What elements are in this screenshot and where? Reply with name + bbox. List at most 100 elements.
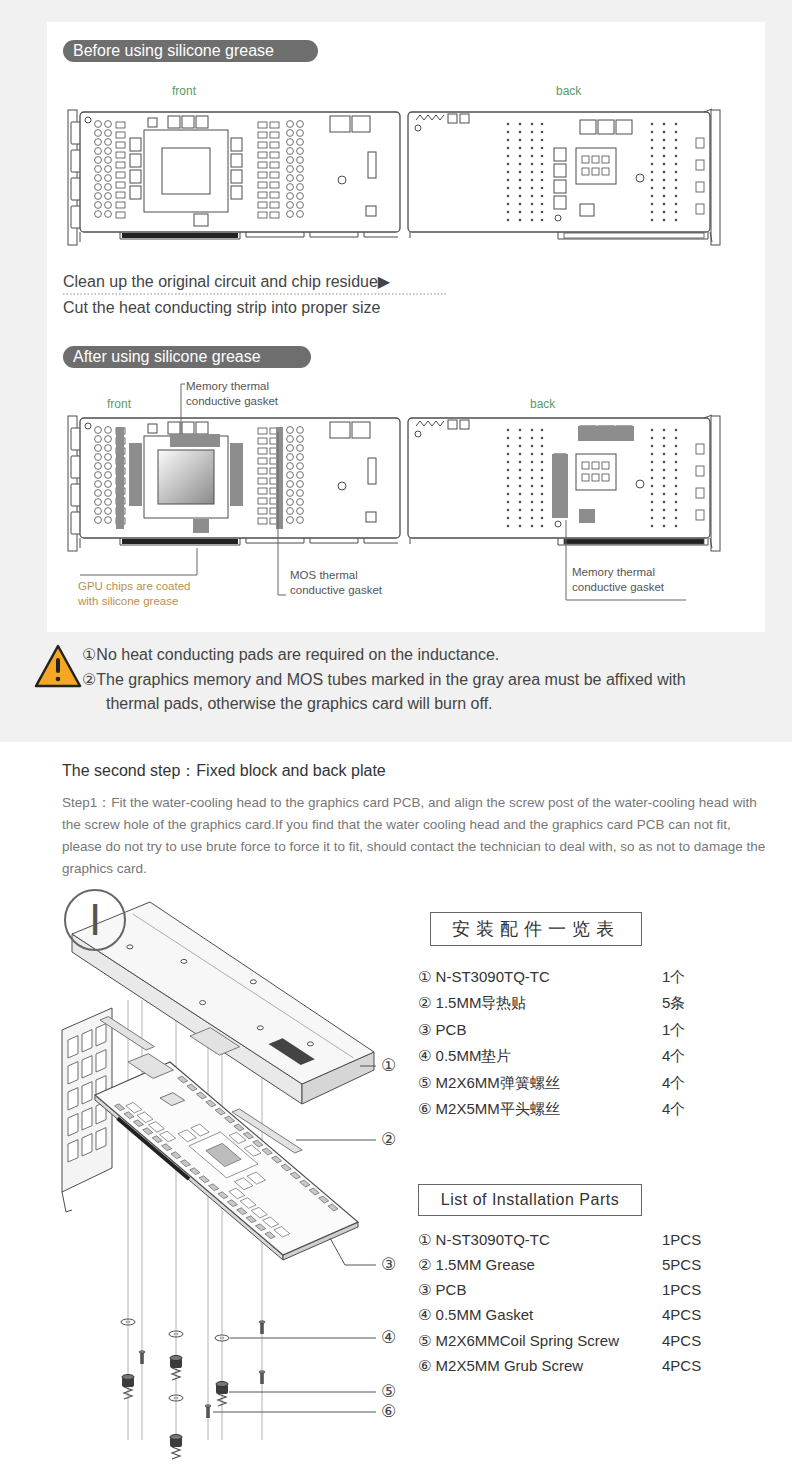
capacitor-dot [519,493,522,496]
capacitor-dot [663,219,666,222]
memory-pad [552,454,568,518]
capacitor-dot [531,179,534,182]
power-connector [352,422,370,438]
inductor [95,121,102,128]
memory-chip [182,422,194,434]
power-connector [330,422,350,438]
pcb-board [80,112,400,232]
capacitor-dot [541,525,544,528]
inductor [287,454,294,461]
memory-chip [194,214,208,226]
bracket-vent [82,1108,92,1130]
capacitor-dot [675,461,678,464]
smd-part [171,1152,181,1159]
power-connector [352,116,370,132]
smd-part [115,1104,125,1111]
capacitor-dot [651,461,654,464]
dotted-rule [63,294,446,295]
inductor [105,193,112,200]
bracket-vent [68,1062,78,1084]
capacitor-dot [507,131,510,134]
side-label: front [172,84,196,99]
label-slot: Clean up the original circuit and chip r… [63,272,390,292]
memory-chip [234,1178,252,1190]
table-cell: 1个 [662,968,685,986]
smd-part [253,1140,263,1147]
label-slot: back [530,397,555,412]
label-slot: ② 1.5MM导热贴 [418,994,526,1012]
capacitor-dot [663,493,666,496]
gpu-backside [576,454,616,490]
inductor [297,454,304,461]
inductor [287,193,294,200]
inductor [105,472,112,479]
backside-cap [602,156,609,163]
capacitor-dot [675,171,678,174]
table-cell: ① N-ST3090TQ-TC [418,968,550,986]
bracket-vent [96,1024,106,1046]
table-cell: ⑤ M2X6MM弹簧螺丝 [418,1074,560,1092]
capacitor-dot [507,195,510,198]
inductor [148,1122,164,1133]
smd-part [246,1216,256,1223]
capacitor-dot [541,203,544,206]
callout-number: ⑤ [381,1382,396,1402]
capacitor-dot [651,139,654,142]
smd-part [243,1132,253,1139]
smd-part [227,1200,237,1207]
backside-cap [582,156,589,163]
board-edge [80,538,398,548]
memory-chip [231,170,242,183]
label-slot: ② [381,1130,396,1150]
table-cell: ② 1.5MM Grease [418,1256,535,1274]
label-slot: ④ 0.5MM垫片 [418,1047,511,1065]
capacitor-dot [519,187,522,190]
capacitor-dot [531,187,534,190]
capacitor-dot [541,461,544,464]
mos-chip [258,192,267,198]
capacitor-dot [507,171,510,174]
capacitor-dot [675,155,678,158]
capacitor-dot [531,461,534,464]
mos-chip [270,182,279,188]
capacitor-dot [531,131,534,134]
bracket-vent [82,1030,92,1052]
smd-part [143,1128,153,1135]
smd-part [187,1084,197,1091]
inductor [297,499,304,506]
capacitor-dot [651,493,654,496]
inductor [105,130,112,137]
capacitor-dot [675,445,678,448]
mount-hole [636,480,644,488]
capacitor-dot [675,179,678,182]
block-screw-hole [181,959,187,963]
mos-chip [258,488,267,494]
label-slot: 5PCS [662,1256,701,1274]
capacitor-dot [519,445,522,448]
label-slot: ⑤ M2X6MMCoil Spring Screw [418,1332,619,1350]
smd-part [300,1180,310,1187]
bracket-vent [68,1140,78,1162]
mos-chip [270,122,279,128]
inductor [297,184,304,191]
capacitor-dot [663,203,666,206]
capacitor-dot [519,155,522,158]
capacitor-dot [541,493,544,496]
capacitor-dot [507,155,510,158]
thermal-pad [128,1054,173,1079]
smd-part [225,1116,235,1123]
label-slot: 1PCS [662,1231,701,1249]
backside-cap [602,462,609,469]
inductor [105,508,112,515]
mos-chip [116,202,125,208]
capacitor-dot [675,195,678,198]
capacitor-dot [651,147,654,150]
grub-screw-top [259,1371,265,1374]
io-bracket [711,110,720,245]
capacitor-dot [507,477,510,480]
node-text: After using silicone grease [73,348,261,366]
smd-part [209,1184,219,1191]
block-screw-hole [307,1042,313,1046]
label-slot: Cut the heat conducting strip into prope… [63,298,381,318]
pcie-fingers [122,233,238,238]
